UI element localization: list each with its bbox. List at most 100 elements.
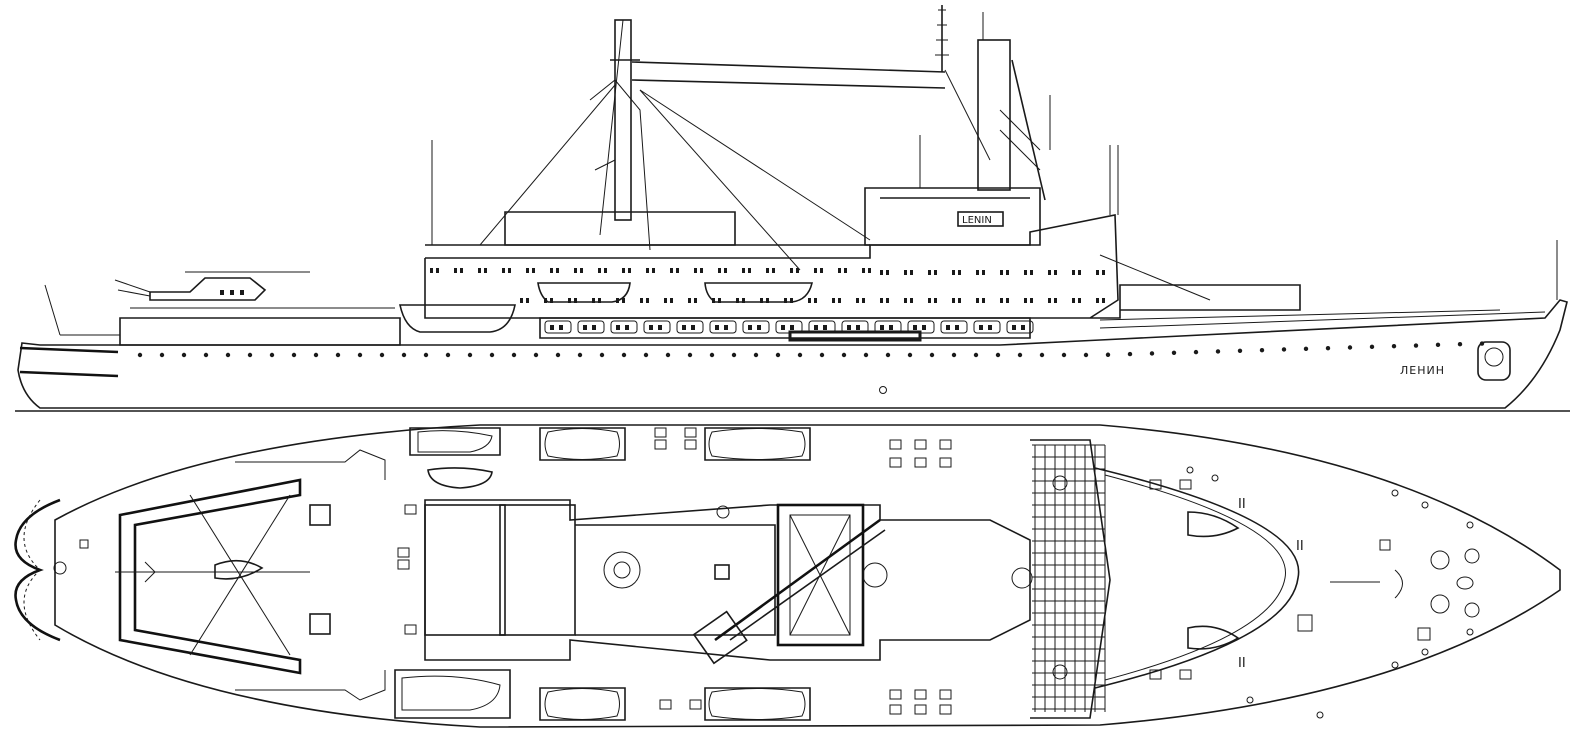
cabin-window-frame xyxy=(973,320,1001,334)
window xyxy=(886,270,889,275)
porthole xyxy=(225,352,231,358)
window xyxy=(838,268,841,273)
cabin-window xyxy=(658,325,662,330)
cabin-window xyxy=(625,325,629,330)
anchor-hawse xyxy=(1484,347,1504,367)
porthole xyxy=(775,352,781,358)
window xyxy=(772,268,775,273)
cabin-window xyxy=(715,325,719,330)
cabin-window xyxy=(1021,325,1025,330)
porthole xyxy=(445,352,451,358)
stern-fender xyxy=(14,498,61,642)
bollard xyxy=(1391,661,1399,669)
porthole xyxy=(181,352,187,358)
porthole xyxy=(753,352,759,358)
deck-box xyxy=(939,689,952,700)
porthole xyxy=(1457,342,1463,347)
porthole xyxy=(1237,348,1243,353)
window xyxy=(1096,270,1099,275)
porthole xyxy=(269,352,275,358)
window xyxy=(1024,298,1027,303)
forward-mast xyxy=(935,5,1051,201)
deck-box xyxy=(914,704,927,715)
cabin-window xyxy=(955,325,959,330)
window xyxy=(1078,270,1081,275)
porthole xyxy=(907,352,913,358)
window xyxy=(808,298,811,303)
porthole xyxy=(1105,352,1111,357)
porthole xyxy=(313,352,319,358)
porthole xyxy=(1083,352,1089,358)
window xyxy=(934,270,937,275)
stern-band-bottom xyxy=(19,370,119,378)
porthole xyxy=(1127,351,1133,357)
aft-mast xyxy=(431,19,871,251)
fwd-stay xyxy=(1099,254,1211,301)
window xyxy=(1030,270,1033,275)
window xyxy=(718,268,721,273)
window xyxy=(928,270,931,275)
window xyxy=(1048,298,1051,303)
anchor-recess xyxy=(1477,341,1511,381)
bollard xyxy=(1421,501,1429,509)
window xyxy=(856,298,859,303)
window xyxy=(928,298,931,303)
porthole xyxy=(467,352,473,358)
deck-hatch-1 xyxy=(309,504,331,526)
fwd-mast-base xyxy=(1011,567,1033,589)
portholes-row xyxy=(137,341,1485,358)
cabin-window xyxy=(1012,325,1016,330)
cabin-window-frame xyxy=(577,320,605,334)
deck-box xyxy=(1149,479,1162,490)
lifeboat-aft xyxy=(399,304,516,333)
plan-view: II II II xyxy=(14,424,1561,728)
window xyxy=(700,268,703,273)
fwd-fitting-2 xyxy=(1379,539,1391,551)
porthole xyxy=(401,352,407,358)
deck-box xyxy=(654,427,667,438)
window xyxy=(982,298,985,303)
stern-bollard xyxy=(53,561,67,575)
side-elevation: ЛЕНИН LENIN xyxy=(15,5,1570,412)
deck-hatch-2 xyxy=(309,613,331,635)
cabin-window xyxy=(757,325,761,330)
window xyxy=(1000,270,1003,275)
cabin-window-frame xyxy=(709,320,737,334)
porthole xyxy=(247,352,253,358)
stern-band-top xyxy=(19,346,119,354)
porthole xyxy=(1369,344,1375,350)
cabin-window xyxy=(922,325,926,330)
window xyxy=(910,298,913,303)
porthole xyxy=(335,352,341,358)
window xyxy=(484,268,487,273)
porthole xyxy=(819,352,825,358)
window xyxy=(790,298,793,303)
hull-side xyxy=(17,299,1568,409)
lower-cabins xyxy=(544,320,1034,334)
window xyxy=(814,298,817,303)
cabin-window xyxy=(979,325,983,330)
porthole xyxy=(885,352,891,358)
deck-marking-2: II xyxy=(1296,539,1304,554)
deck-box xyxy=(397,559,410,570)
bridge-block xyxy=(864,187,1041,246)
cabin-window xyxy=(550,325,554,330)
window xyxy=(760,298,763,303)
bollard xyxy=(1316,711,1324,719)
cabin-window xyxy=(847,325,851,330)
window xyxy=(688,298,691,303)
window xyxy=(976,298,979,303)
porthole xyxy=(929,352,935,358)
window xyxy=(1048,270,1051,275)
window xyxy=(724,268,727,273)
window xyxy=(568,298,571,303)
window xyxy=(1024,270,1027,275)
window xyxy=(436,268,439,273)
porthole xyxy=(709,352,715,358)
porthole xyxy=(1039,352,1045,358)
deck-box xyxy=(397,547,410,558)
cabin-window xyxy=(814,325,818,330)
window xyxy=(718,298,721,303)
helicopter-top xyxy=(115,494,310,656)
window xyxy=(952,270,955,275)
